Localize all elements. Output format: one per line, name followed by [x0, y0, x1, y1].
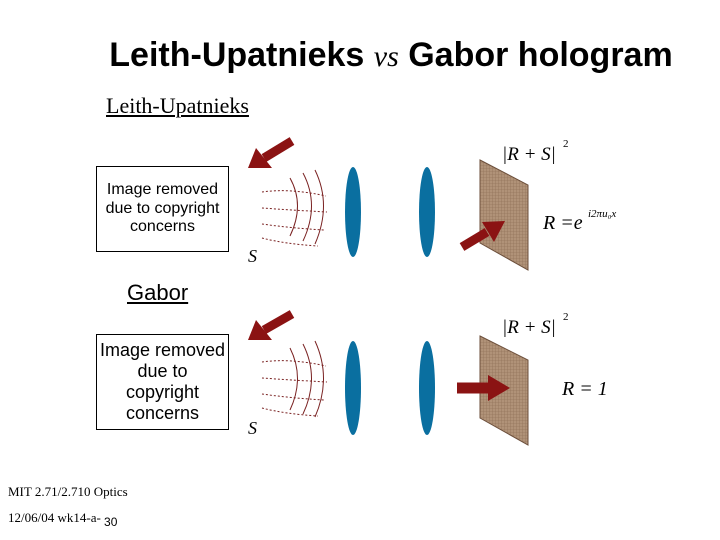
hologram-plate-top [479, 159, 529, 271]
reference-beam-arrow-top [459, 221, 505, 251]
diagram-leith-upatnieks: S |R + S| 2 R =e i2πu₀x [248, 137, 616, 271]
title-left: Leith-Upatnieks [109, 36, 365, 74]
spherical-wave-bottom [261, 340, 328, 418]
slide-title: Leith-Upatnieks vs Gabor hologram [0, 36, 720, 75]
reference-wave-label-bottom: R = 1 [561, 378, 608, 400]
svg-text:|R + S|: |R + S| [502, 144, 556, 165]
title-right: Gabor hologram [408, 36, 673, 74]
signal-label-bottom: S [248, 418, 257, 438]
svg-text:i2πu₀x: i2πu₀x [588, 208, 616, 220]
lens-2-top [419, 167, 435, 257]
title-vs: vs [373, 40, 399, 73]
svg-text:|R + S|: |R + S| [502, 317, 556, 338]
svg-text:R =e: R =e [542, 212, 583, 234]
subtitle-leith-upatnieks: Leith-Upatnieks [106, 93, 249, 118]
page-number: 30 [104, 515, 118, 529]
image-removed-placeholder-bottom: Image removed due to copyright concerns [96, 334, 229, 430]
diagram-gabor: S |R + S| 2 R = 1 [248, 310, 608, 446]
intensity-label-top: |R + S| 2 [502, 138, 569, 165]
object-beam-arrow-top [248, 137, 295, 168]
lens-1-bottom [345, 341, 361, 435]
lens-2-bottom [419, 341, 435, 435]
svg-text:2: 2 [563, 138, 569, 150]
spherical-wave-top [261, 169, 328, 247]
object-beam-arrow-bottom [248, 310, 295, 340]
lens-1-top [345, 167, 361, 257]
reference-wave-label-top: R =e i2πu₀x [542, 208, 616, 234]
intensity-label-bottom: |R + S| 2 [502, 311, 569, 338]
footer-date: 12/06/04 wk14-a- 30 [8, 510, 118, 529]
signal-label-top: S [248, 246, 257, 266]
image-removed-placeholder-top: Image removed due to copyright concerns [96, 166, 229, 252]
reference-beam-arrow-bottom [457, 375, 510, 401]
subtitle-gabor: Gabor [127, 280, 189, 305]
svg-text:2: 2 [563, 311, 569, 323]
footer-course: MIT 2.71/2.710 Optics [8, 484, 128, 499]
footer-date-text: 12/06/04 wk14-a- [8, 510, 101, 525]
